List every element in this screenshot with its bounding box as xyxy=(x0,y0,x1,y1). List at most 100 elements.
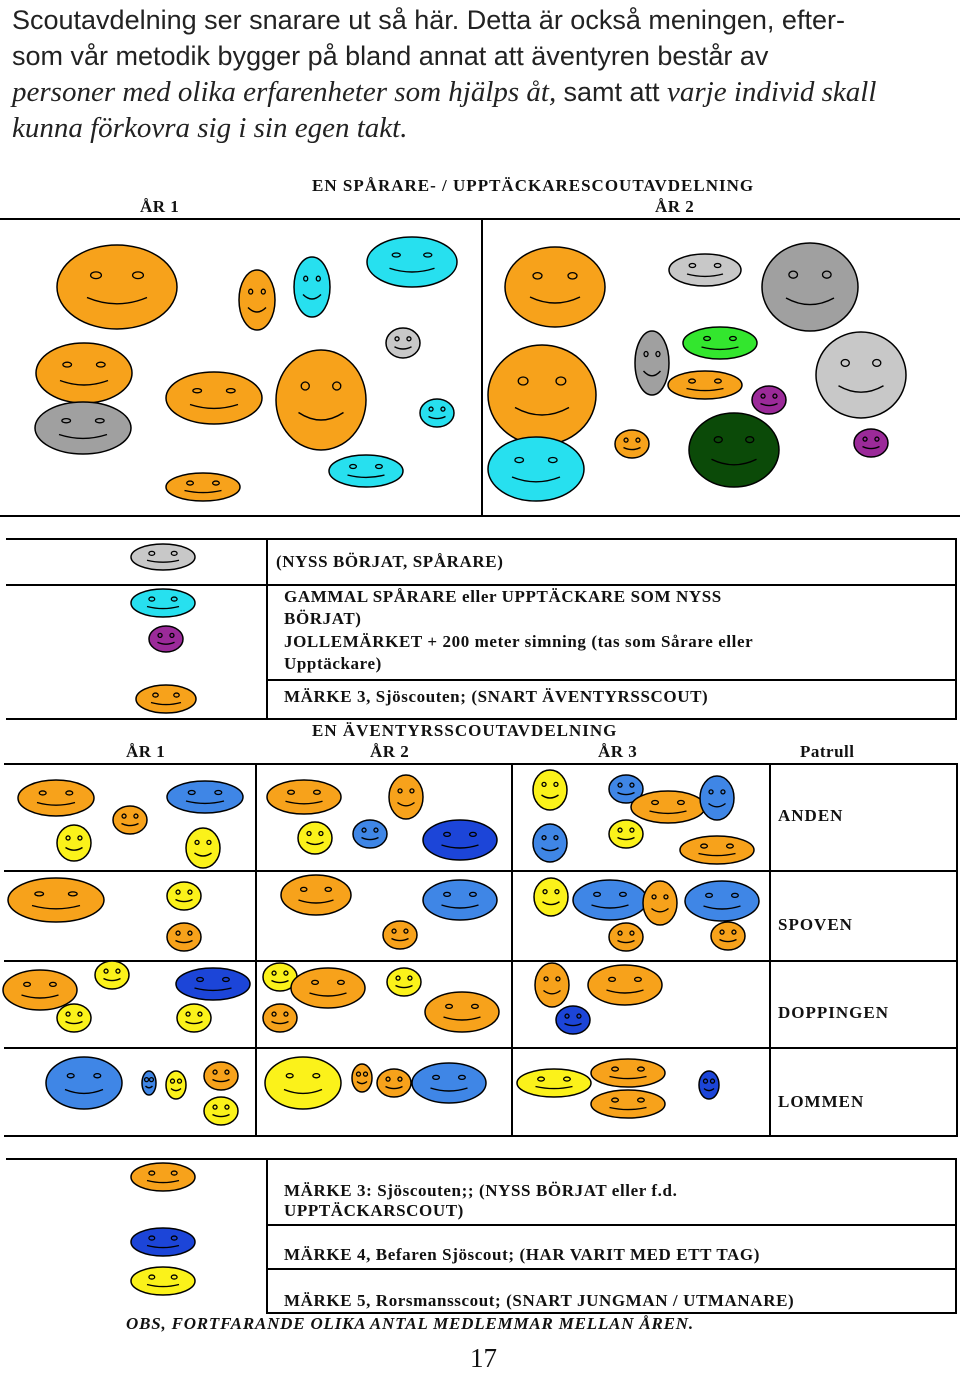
legend2-item-3: MÄRKE 5, Rorsmansscout; (SNART JUNGMAN /… xyxy=(284,1291,795,1310)
smiley-face-eye xyxy=(65,1011,71,1017)
smiley-face-eye xyxy=(403,928,409,934)
smiley-face-eye xyxy=(555,376,567,386)
smiley-face-eye xyxy=(730,892,739,899)
smiley-face-mouth xyxy=(708,802,726,808)
smiley-face-eye xyxy=(553,781,559,788)
smiley-face-eye xyxy=(542,889,548,895)
smiley-face-mouth xyxy=(541,794,559,799)
smiley-face xyxy=(684,880,760,922)
smiley-face-mouth xyxy=(394,346,412,350)
grid-col-3 xyxy=(769,763,771,1137)
smiley-face-mouth xyxy=(86,296,148,305)
smiley-face-head xyxy=(351,1063,373,1093)
smiley-face xyxy=(130,588,196,618)
smiley-face-eye xyxy=(611,1097,620,1103)
smiley-face-mouth xyxy=(65,846,83,851)
smiley-face xyxy=(698,1070,720,1100)
smiley-face-eye xyxy=(170,1170,178,1176)
smiley-face-head xyxy=(56,1003,92,1033)
smiley-face-mouth xyxy=(185,1020,203,1025)
smiley-face xyxy=(532,823,568,863)
smiley-face-head xyxy=(56,244,178,330)
smiley-face-eye xyxy=(688,378,697,384)
smiley-face-eye xyxy=(618,891,627,898)
smiley-face-eye xyxy=(143,1076,150,1083)
smiley-face xyxy=(634,330,670,396)
smiley-face xyxy=(587,964,663,1006)
patrol-anden: ANDEN xyxy=(778,806,844,825)
smiley-face xyxy=(130,543,196,571)
smiley-face-eye xyxy=(432,1074,441,1081)
smiley-face-eye xyxy=(300,381,310,391)
smiley-face-eye xyxy=(541,781,547,788)
grid-col-4 xyxy=(956,763,958,1137)
smiley-face-eye xyxy=(719,929,725,935)
smiley-face-mouth xyxy=(146,559,180,563)
smiley-face-eye xyxy=(537,1076,546,1082)
smiley-face-head xyxy=(608,819,644,849)
smiley-face xyxy=(280,874,352,916)
smiley-face-mouth xyxy=(623,446,641,451)
smiley-face xyxy=(532,769,568,811)
smiley-face-eye xyxy=(66,1072,75,1079)
smiley-face xyxy=(7,877,105,923)
smiley-face-mouth xyxy=(146,1179,180,1184)
smiley-face xyxy=(203,1061,239,1091)
smiley-face-eye xyxy=(148,1235,156,1241)
smiley-face-eye xyxy=(196,976,205,983)
smiley-face-mouth xyxy=(185,800,225,805)
smiley-face-mouth xyxy=(194,852,212,857)
smiley-face-mouth xyxy=(309,992,347,997)
smiley-face-mouth xyxy=(103,977,121,982)
smiley-face-eye xyxy=(287,789,296,795)
section1-divider xyxy=(481,218,483,516)
smiley-face-head xyxy=(141,1070,157,1096)
smiley-face-mouth xyxy=(189,403,239,410)
smiley-face-eye xyxy=(745,436,755,444)
smiley-face-head xyxy=(175,967,251,1001)
smiley-face-mouth xyxy=(385,1085,403,1090)
smiley-face-mouth xyxy=(642,370,662,377)
smiley-face-eye xyxy=(332,381,342,391)
smiley-face-mouth xyxy=(785,297,835,306)
smiley-face-head xyxy=(532,769,568,811)
smiley-face-eye xyxy=(175,930,181,936)
smiley-face xyxy=(366,236,458,288)
smiley-face-eye xyxy=(629,930,635,936)
smiley-face-eye xyxy=(840,358,850,368)
smiley-face-head xyxy=(94,960,130,990)
smiley-face-eye xyxy=(148,550,156,557)
smiley-face-eye xyxy=(94,417,105,424)
smiley-face-mouth xyxy=(719,938,737,943)
smiley-face xyxy=(614,429,650,459)
smiley-face-eye xyxy=(700,843,709,849)
smiley-face-eye xyxy=(318,830,324,837)
smiley-face-mouth xyxy=(591,904,629,909)
smiley-face-head xyxy=(376,1068,412,1098)
smiley-face-eye xyxy=(65,790,74,796)
smiley-face-mouth xyxy=(606,989,644,994)
smiley-face-head xyxy=(130,588,196,618)
smiley-face xyxy=(112,805,148,835)
smiley-face-head xyxy=(352,819,388,849)
grid-bottom-rule xyxy=(4,1135,958,1137)
smiley-face-mouth xyxy=(391,937,409,942)
smiley-face-eye xyxy=(728,335,737,342)
smiley-face-head xyxy=(587,964,663,1006)
smiley-face-mouth xyxy=(347,474,385,479)
smiley-face-mouth xyxy=(121,822,139,827)
legend1-item-3: JOLLEMÄRKET + 200 meter simning (tas som… xyxy=(284,632,754,651)
smiley-face-eye xyxy=(187,889,193,895)
smiley-face-head xyxy=(555,1005,591,1035)
smiley-face-eye xyxy=(428,406,434,412)
smiley-face xyxy=(608,774,644,804)
smiley-face-eye xyxy=(148,1170,156,1176)
legend2-right-edge xyxy=(955,1158,957,1314)
legend1-item-2b: BÖRJAT) xyxy=(284,609,362,628)
smiley-face-head xyxy=(853,428,889,458)
grid-row-1 xyxy=(4,870,958,872)
smiley-face-head xyxy=(590,1089,666,1119)
smiley-face xyxy=(56,1003,92,1033)
smiley-face-eye xyxy=(271,970,277,976)
